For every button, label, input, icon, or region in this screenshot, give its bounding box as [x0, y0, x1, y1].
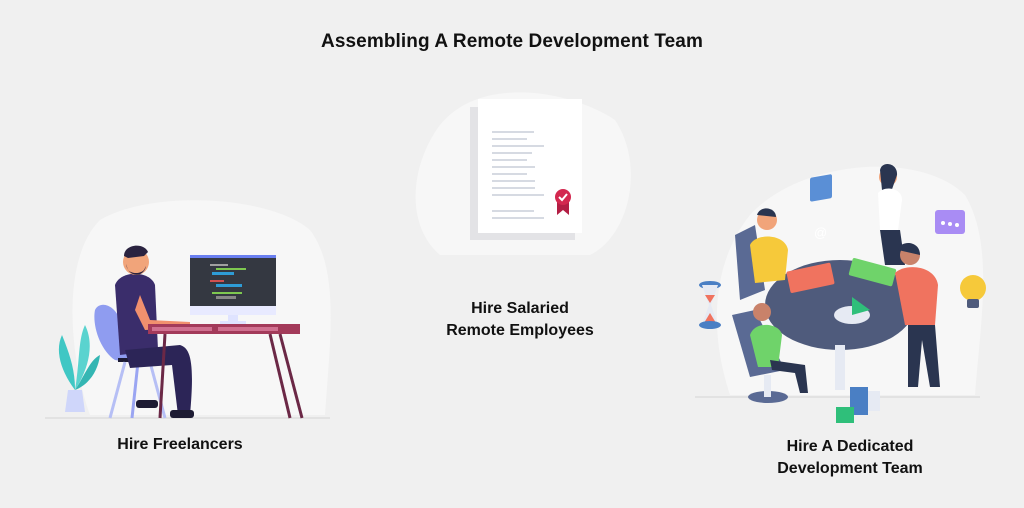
- option-label-dedicated-team: Hire A Dedicated Development Team: [740, 436, 960, 480]
- hourglass-icon: [699, 281, 721, 329]
- email-at-icon: @: [810, 174, 832, 240]
- svg-text:@: @: [814, 225, 827, 240]
- lightbulb-icon: [960, 275, 986, 308]
- chat-bubble-icon: [935, 210, 965, 234]
- team-person-standing-woman-icon: [878, 163, 905, 265]
- monitor-icon: [190, 255, 276, 324]
- plant-icon: [58, 325, 100, 412]
- certificate-illustration: [415, 92, 631, 255]
- option-label-dedicated-line1: Hire A Dedicated: [786, 438, 914, 455]
- page-title: Assembling A Remote Development Team: [321, 31, 703, 52]
- option-label-freelancers: Hire Freelancers: [117, 436, 243, 453]
- desk-icon: [148, 324, 304, 419]
- option-label-dedicated-line2: Development Team: [777, 460, 923, 477]
- meeting-table-icon: [765, 258, 915, 390]
- developer-person-icon: [115, 245, 194, 418]
- option-label-salaried-line1: Hire Salaried: [471, 300, 569, 317]
- freelancer-illustration: [45, 200, 331, 419]
- team-person-coral-icon: [895, 243, 940, 387]
- blocks-icon: [836, 387, 880, 423]
- option-label-salaried-line2: Remote Employees: [446, 322, 594, 339]
- team-illustration: @: [695, 163, 986, 423]
- team-person-yellow-icon: [750, 208, 788, 283]
- document-icon: [478, 99, 582, 233]
- team-person-green-icon: [750, 303, 808, 393]
- option-label-salaried: Hire Salaried Remote Employees: [420, 298, 620, 342]
- badge-check-icon: [555, 189, 571, 215]
